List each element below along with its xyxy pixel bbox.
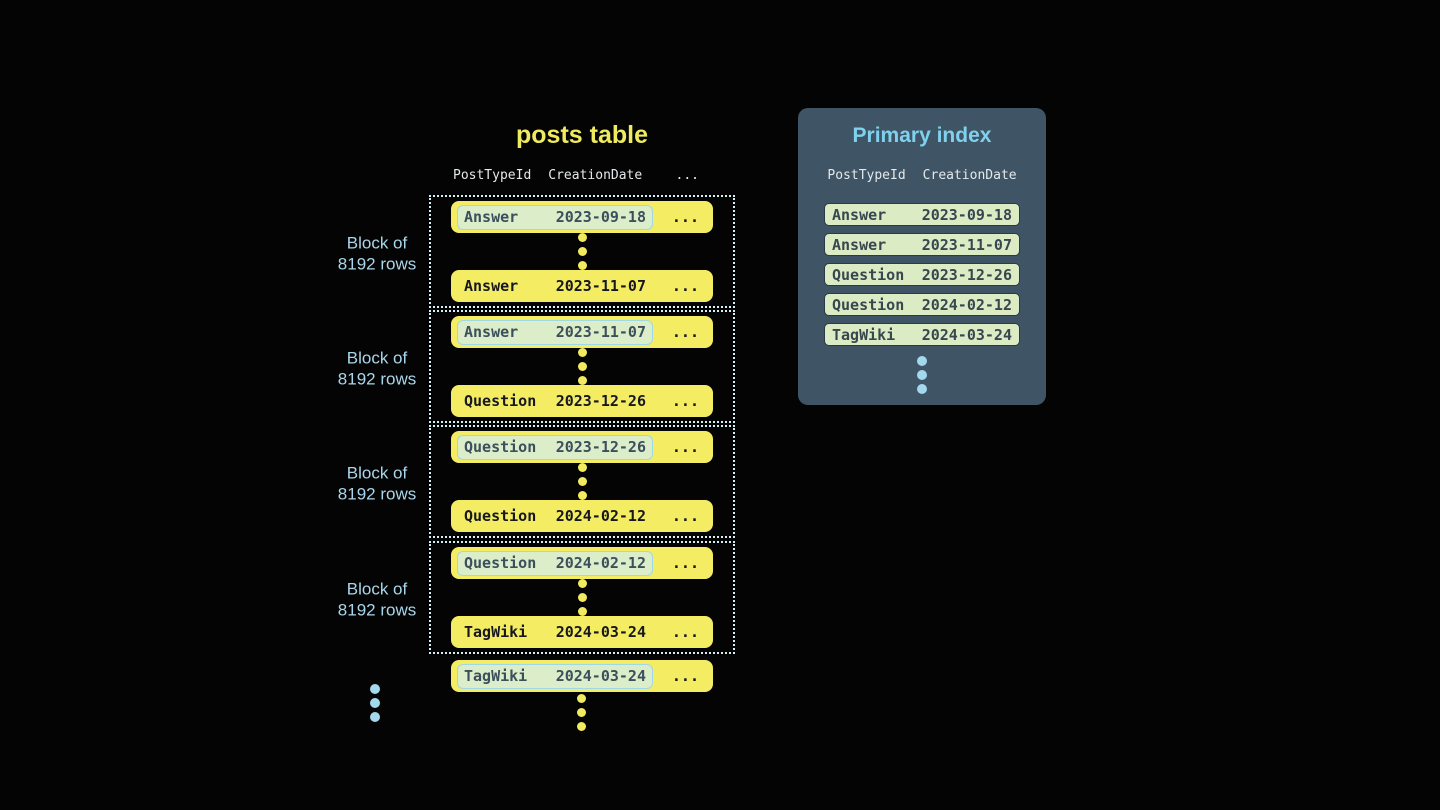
- cell-more-ellipsis: ...: [671, 392, 699, 410]
- cell-more-ellipsis: ...: [671, 208, 699, 226]
- table-row-last: Answer 2023-11-07 ...: [451, 270, 713, 302]
- posts-table-title: posts table: [516, 121, 648, 149]
- row-block-2-box: Answer 2023-11-07 ... Question 2023-12-2…: [429, 310, 735, 423]
- cell-posttypeid: Answer: [464, 208, 519, 226]
- key-cells: Question 2023-12-26: [457, 389, 653, 414]
- cell-posttypeid: Question: [832, 265, 905, 284]
- row-block-1: Block of 8192 rows Answer 2023-09-18 ...…: [338, 195, 735, 308]
- ellipsis-dots-vertical: [577, 233, 587, 270]
- ellipsis-dots-vertical: [577, 463, 587, 500]
- cell-more-ellipsis: ...: [671, 554, 699, 572]
- cell-creationdate: 2023-09-18: [921, 205, 1012, 224]
- key-cells: TagWiki 2024-03-24: [457, 620, 653, 645]
- index-entry: Answer 2023-11-07: [824, 233, 1020, 256]
- column-header-creationdate: CreationDate: [922, 168, 1017, 183]
- cell-posttypeid: Answer: [464, 277, 519, 295]
- cell-posttypeid: TagWiki: [464, 623, 528, 641]
- column-header-creationdate: CreationDate: [548, 167, 643, 183]
- table-continues-dots: [577, 694, 586, 731]
- row-block-1-box: Answer 2023-09-18 ... Answer 2023-11-07 …: [429, 195, 735, 308]
- cell-posttypeid: Question: [464, 507, 537, 525]
- block-label-line2: 8192 rows: [337, 600, 417, 620]
- block-label-line1: Block of: [346, 348, 408, 368]
- cell-creationdate: 2023-11-07: [555, 277, 646, 295]
- row-block-3: Block of 8192 rows Question 2023-12-26 .…: [338, 425, 735, 538]
- row-block-1-label: Block of 8192 rows: [329, 232, 425, 274]
- indexed-key-highlight: Question 2024-02-12: [457, 550, 653, 576]
- cell-creationdate: 2024-03-24: [921, 325, 1012, 344]
- row-block-3-label: Block of 8192 rows: [329, 462, 425, 504]
- cell-creationdate: 2024-03-24: [555, 667, 646, 685]
- key-cells: Question 2024-02-12: [457, 504, 653, 529]
- cell-posttypeid: Answer: [464, 323, 519, 341]
- cell-posttypeid: Answer: [832, 235, 887, 254]
- index-continues-dots: [917, 356, 927, 394]
- index-entry: Answer 2023-09-18: [824, 203, 1020, 226]
- table-row-first: Answer 2023-09-18 ...: [451, 201, 713, 233]
- indexed-key-highlight: Question 2023-12-26: [457, 434, 653, 460]
- cell-posttypeid: Question: [464, 554, 537, 572]
- table-row-first: Question 2023-12-26 ...: [451, 431, 713, 463]
- row-block-4-label: Block of 8192 rows: [329, 578, 425, 620]
- index-entry: TagWiki 2024-03-24: [824, 323, 1020, 346]
- column-header-posttypeid: PostTypeId: [453, 167, 532, 183]
- table-row-first: Question 2024-02-12 ...: [451, 547, 713, 579]
- cell-more-ellipsis: ...: [671, 438, 699, 456]
- cell-creationdate: 2023-11-07: [921, 235, 1012, 254]
- cell-posttypeid: TagWiki: [832, 325, 896, 344]
- cell-creationdate: 2023-12-26: [555, 392, 646, 410]
- cell-creationdate: 2023-09-18: [555, 208, 646, 226]
- blocks-continue-dots: [370, 684, 380, 722]
- cell-posttypeid: Answer: [832, 205, 887, 224]
- cell-more-ellipsis: ...: [671, 277, 699, 295]
- cell-creationdate: 2023-11-07: [555, 323, 646, 341]
- cell-more-ellipsis: ...: [671, 323, 699, 341]
- table-row-last: TagWiki 2024-03-24 ...: [451, 616, 713, 648]
- block-label-line1: Block of: [346, 463, 408, 483]
- row-block-4: Block of 8192 rows Question 2024-02-12 .…: [338, 541, 735, 654]
- row-block-2-label: Block of 8192 rows: [329, 347, 425, 389]
- index-entry: Question 2024-02-12: [824, 293, 1020, 316]
- cell-creationdate: 2024-02-12: [555, 507, 646, 525]
- cell-creationdate: 2024-03-24: [555, 623, 646, 641]
- primary-index-panel: Primary index PostTypeId CreationDate An…: [798, 108, 1046, 405]
- table-row-next-block-first: TagWiki 2024-03-24 ...: [451, 660, 713, 692]
- index-entry: Question 2023-12-26: [824, 263, 1020, 286]
- cell-more-ellipsis: ...: [671, 623, 699, 641]
- row-block-3-box: Question 2023-12-26 ... Question 2024-02…: [429, 425, 735, 538]
- block-label-line2: 8192 rows: [337, 369, 417, 389]
- posts-table-column-headers: PostTypeId CreationDate ...: [429, 166, 735, 184]
- primary-index-title: Primary index: [852, 124, 992, 147]
- ellipsis-dots-vertical: [577, 579, 587, 616]
- cell-creationdate: 2023-12-26: [921, 265, 1012, 284]
- block-label-line1: Block of: [346, 579, 408, 599]
- cell-creationdate: 2024-02-12: [921, 295, 1012, 314]
- cell-creationdate: 2023-12-26: [555, 438, 646, 456]
- indexed-key-highlight: Answer 2023-11-07: [457, 319, 653, 345]
- row-block-4-box: Question 2024-02-12 ... TagWiki 2024-03-…: [429, 541, 735, 654]
- table-row-last: Question 2023-12-26 ...: [451, 385, 713, 417]
- key-cells: Answer 2023-11-07: [457, 274, 653, 299]
- cell-posttypeid: TagWiki: [464, 667, 528, 685]
- primary-index-rows: Answer 2023-09-18 Answer 2023-11-07 Ques…: [824, 203, 1020, 346]
- cell-posttypeid: Question: [464, 438, 537, 456]
- cell-posttypeid: Question: [832, 295, 905, 314]
- indexed-key-highlight: Answer 2023-09-18: [457, 204, 653, 230]
- cell-more-ellipsis: ...: [671, 667, 699, 685]
- row-block-2: Block of 8192 rows Answer 2023-11-07 ...…: [338, 310, 735, 423]
- indexed-key-highlight: TagWiki 2024-03-24: [457, 663, 653, 689]
- ellipsis-dots-vertical: [577, 348, 587, 385]
- table-row-first: Answer 2023-11-07 ...: [451, 316, 713, 348]
- column-header-posttypeid: PostTypeId: [827, 168, 906, 183]
- column-header-more-ellipsis: ...: [675, 167, 699, 183]
- primary-index-column-headers: PostTypeId CreationDate: [798, 168, 1046, 183]
- block-label-line2: 8192 rows: [337, 484, 417, 504]
- cell-more-ellipsis: ...: [671, 507, 699, 525]
- cell-creationdate: 2024-02-12: [555, 554, 646, 572]
- table-row-last: Question 2024-02-12 ...: [451, 500, 713, 532]
- block-label-line2: 8192 rows: [337, 254, 417, 274]
- cell-posttypeid: Question: [464, 392, 537, 410]
- block-label-line1: Block of: [346, 233, 408, 253]
